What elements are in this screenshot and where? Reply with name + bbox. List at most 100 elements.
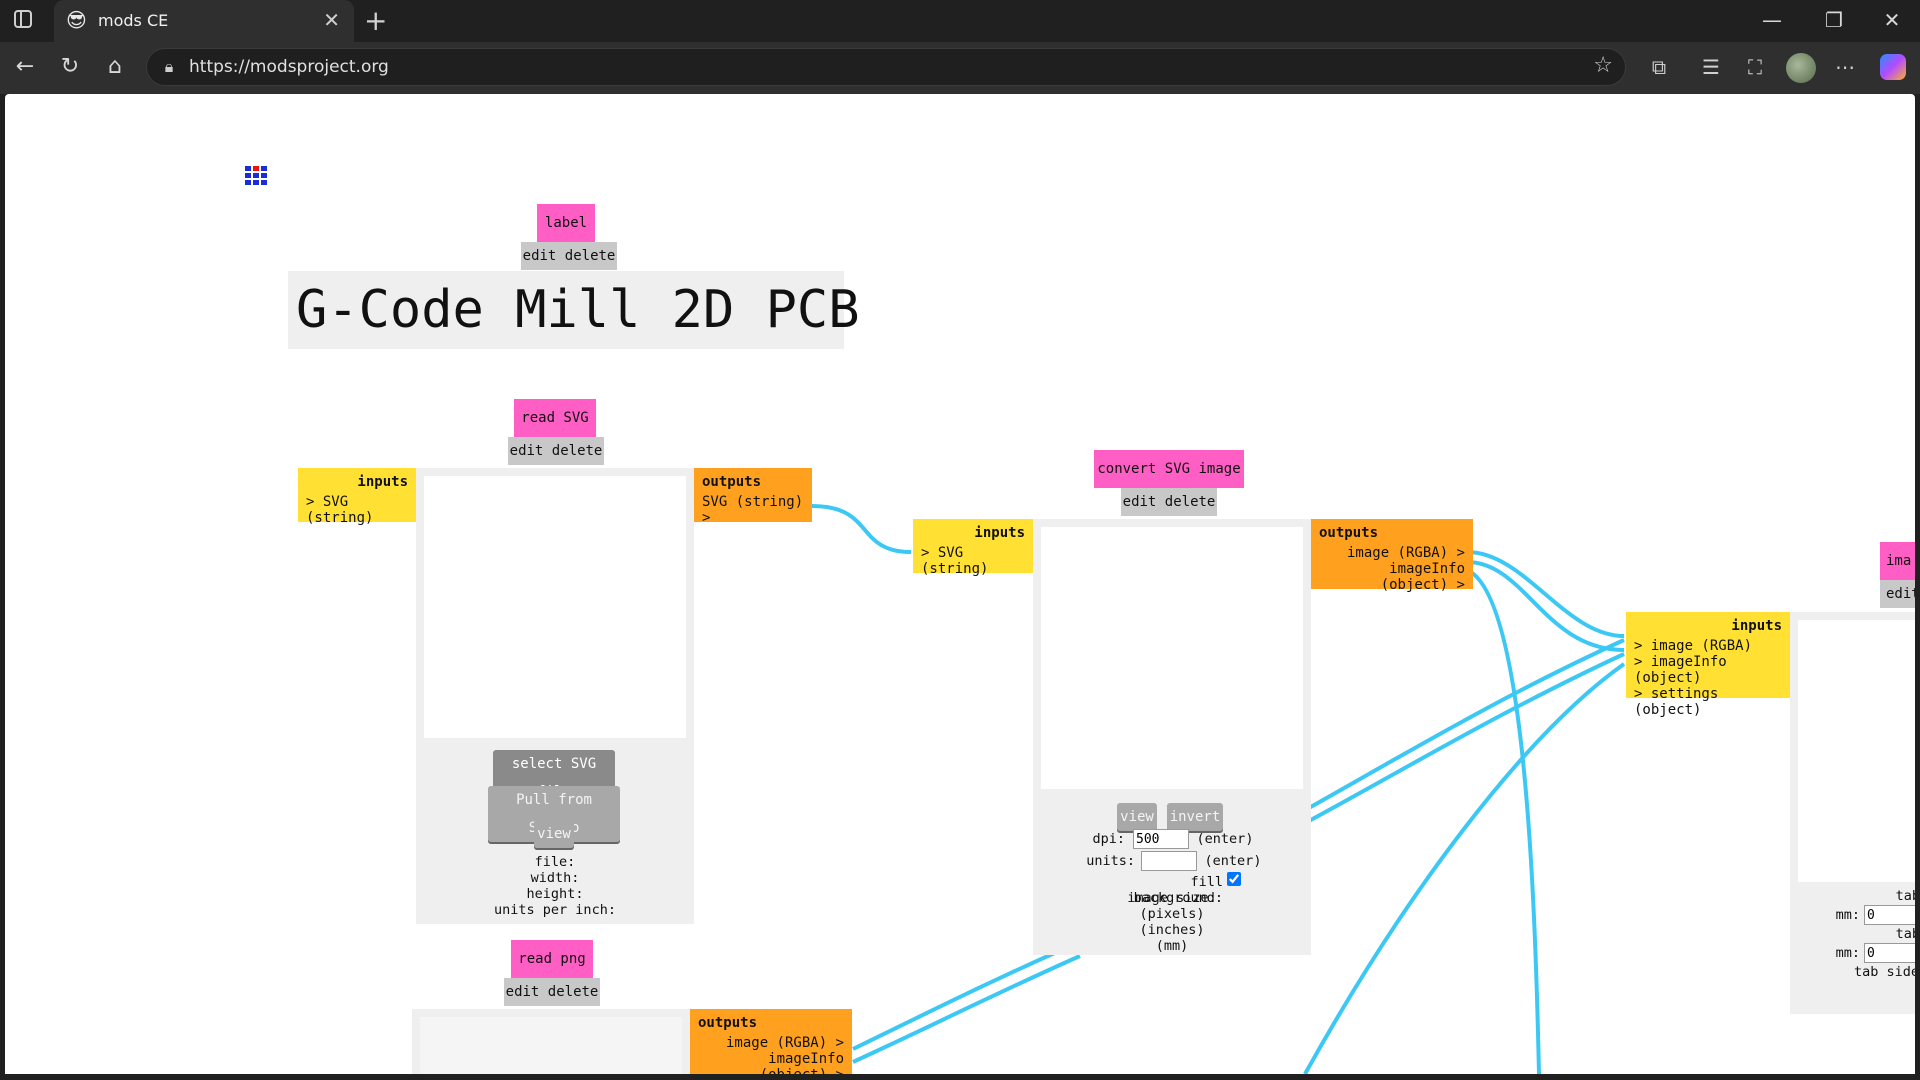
input-port-svg[interactable]: > SVG (string): [921, 545, 989, 577]
invert-button[interactable]: invert: [1167, 803, 1223, 831]
mods-menu-icon[interactable]: [245, 166, 267, 188]
close-tab-icon[interactable]: ✕: [323, 8, 340, 32]
mm-label: (mm): [1155, 938, 1189, 954]
home-icon[interactable]: ⌂: [108, 54, 122, 79]
read-png-preview: [420, 1017, 682, 1074]
file-label: file:: [534, 854, 576, 870]
connection-wires: [811, 504, 1626, 1074]
convert-svg-edit-delete[interactable]: edit delete: [1121, 488, 1217, 516]
convert-svg-outputs: outputs image (RGBA) > imageInfo (object…: [1311, 519, 1473, 593]
wire-to-settings-2: [1306, 652, 1625, 824]
mods-canvas[interactable]: label edit delete G-Code Mill 2D PCB rea…: [5, 94, 1915, 1074]
address-bar[interactable]: 🔒︎ https://modsproject.org ☆: [146, 48, 1626, 86]
dpi-enter-label: (enter): [1196, 831, 1254, 847]
read-svg-inputs: inputs > SVG (string): [298, 468, 416, 526]
input-port-imageinfo[interactable]: > imageInfo (object): [1634, 654, 1727, 686]
wire-info-to-next: [1466, 560, 1625, 652]
next-module-edit[interactable]: edit: [1880, 580, 1915, 608]
output-port-image[interactable]: image (RGBA) >: [1346, 545, 1465, 561]
mm-input-2[interactable]: [1864, 943, 1915, 963]
convert-svg-inputs: inputs > SVG (string): [913, 519, 1033, 577]
wire-to-settings-1: [1306, 638, 1625, 811]
outputs-header: outputs: [702, 474, 762, 490]
read-svg-preview: [424, 476, 686, 738]
site-info-icon[interactable]: 🔒︎: [164, 57, 174, 76]
mm-input-1[interactable]: [1864, 905, 1915, 925]
convert-svg-preview: [1041, 527, 1303, 789]
units-per-inch-label: units per inch:: [494, 902, 616, 918]
units-label: units:: [1086, 853, 1135, 869]
inputs-header: inputs: [1731, 618, 1782, 634]
output-port-imageinfo[interactable]: imageInfo (object) >: [760, 1051, 844, 1074]
navigation-bar: ← ↻ ⌂ 🔒︎ https://modsproject.org ☆ ⧉ ☰ ⛶…: [0, 42, 1920, 94]
more-options-icon[interactable]: ⋯: [1835, 55, 1855, 79]
tab-strip: 😎 mods CE ✕ + — ❐ ✕: [0, 0, 1920, 42]
read-png-outputs: outputs image (RGBA) > imageInfo (object…: [690, 1009, 852, 1074]
view-button[interactable]: view: [534, 820, 574, 848]
browser-tab[interactable]: 😎 mods CE ✕: [54, 0, 354, 42]
dpi-input[interactable]: [1133, 829, 1189, 849]
minimize-icon[interactable]: —: [1762, 8, 1782, 32]
new-tab-icon[interactable]: +: [364, 4, 388, 37]
output-port-image[interactable]: image (RGBA) >: [725, 1035, 844, 1051]
copilot-icon[interactable]: [1880, 54, 1906, 80]
dpi-label: dpi:: [1092, 831, 1125, 847]
wire-settings-down: [1303, 662, 1626, 1074]
wire-info-down: [1466, 568, 1541, 1074]
extensions-icon[interactable]: ⧉: [1651, 55, 1667, 79]
screenshot-icon[interactable]: ⛶: [1748, 55, 1762, 79]
height-label: height:: [526, 886, 584, 902]
image-size-label: image size:: [1127, 890, 1217, 906]
wire-png-1: [852, 940, 1081, 1051]
read-svg-edit-delete[interactable]: edit delete: [508, 437, 604, 465]
view-button[interactable]: view: [1117, 803, 1157, 831]
tab-label-1: tab: [1895, 888, 1915, 904]
read-svg-body: select SVG file Pull from SvgPcb view fi…: [416, 468, 694, 924]
input-port-image[interactable]: > image (RGBA): [1634, 638, 1753, 654]
pixels-label: (pixels): [1139, 906, 1205, 922]
restore-icon[interactable]: ❐: [1825, 8, 1843, 32]
width-label: width:: [530, 870, 580, 886]
read-png-title[interactable]: read png: [511, 940, 593, 978]
tab-side-label: tab side: [1854, 964, 1915, 980]
read-svg-outputs: outputs SVG (string) >: [694, 468, 812, 526]
inches-label: (inches): [1139, 922, 1205, 938]
next-module-body: tab mm: tab mm: tab side: [1790, 612, 1915, 1014]
favorite-star-icon[interactable]: ☆: [1593, 53, 1613, 78]
tab-title: mods CE: [98, 11, 169, 30]
output-port-imageinfo[interactable]: imageInfo (object) >: [1380, 561, 1465, 593]
wire-png-2: [852, 954, 1081, 1064]
back-icon[interactable]: ←: [15, 54, 35, 79]
units-input[interactable]: [1141, 851, 1197, 871]
read-svg-title[interactable]: read SVG: [514, 399, 596, 437]
next-module-preview: [1798, 620, 1915, 882]
convert-svg-body: view invert dpi: (enter) units: (enter) …: [1033, 519, 1311, 955]
label-module-edit-delete[interactable]: edit delete: [521, 242, 617, 270]
input-port-settings[interactable]: > settings (object): [1634, 686, 1719, 718]
profile-avatar[interactable]: [1786, 53, 1816, 83]
convert-svg-title[interactable]: convert SVG image: [1094, 450, 1244, 488]
reload-icon[interactable]: ↻: [60, 54, 80, 79]
tab-actions-icon[interactable]: [14, 10, 32, 28]
input-port-svg[interactable]: > SVG (string): [306, 494, 374, 526]
read-png-edit-delete[interactable]: edit delete: [504, 978, 600, 1006]
inputs-header: inputs: [357, 474, 408, 490]
inputs-header: inputs: [974, 525, 1025, 541]
url-text[interactable]: https://modsproject.org: [189, 57, 389, 77]
fill-background-checkbox[interactable]: [1227, 872, 1241, 886]
close-window-icon[interactable]: ✕: [1883, 8, 1901, 32]
next-module-inputs: inputs > image (RGBA) > imageInfo (objec…: [1626, 612, 1790, 718]
units-enter-label: (enter): [1204, 853, 1262, 869]
mm-label-1: mm:: [1835, 907, 1860, 923]
favicon-icon: 😎: [66, 8, 87, 32]
next-module-title[interactable]: ima: [1880, 542, 1915, 580]
outputs-header: outputs: [698, 1015, 758, 1031]
wire-image-to-next: [1466, 550, 1625, 638]
read-png-body: [412, 1009, 690, 1074]
label-module-title[interactable]: label: [537, 204, 595, 242]
fill-background-label: fill background:: [1133, 874, 1223, 906]
favorites-icon[interactable]: ☰: [1702, 55, 1720, 79]
output-port-svg[interactable]: SVG (string) >: [702, 494, 804, 526]
outputs-header: outputs: [1319, 525, 1379, 541]
program-label: G-Code Mill 2D PCB: [288, 271, 860, 349]
